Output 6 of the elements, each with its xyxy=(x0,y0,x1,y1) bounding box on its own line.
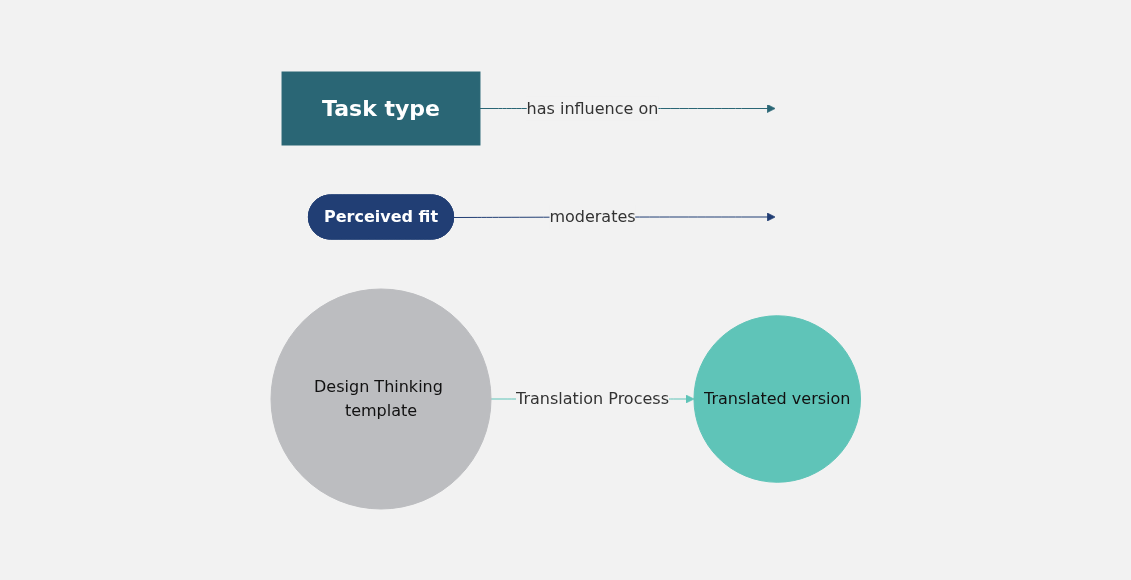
node-circle: Design Thinking template xyxy=(270,288,492,509)
edge-label: has influence on xyxy=(526,98,659,117)
node-circle: Translated version xyxy=(693,314,861,483)
edge-label: moderates xyxy=(549,206,636,226)
node-box: Task type xyxy=(281,71,481,145)
edge-label: Translation Process xyxy=(515,388,669,408)
